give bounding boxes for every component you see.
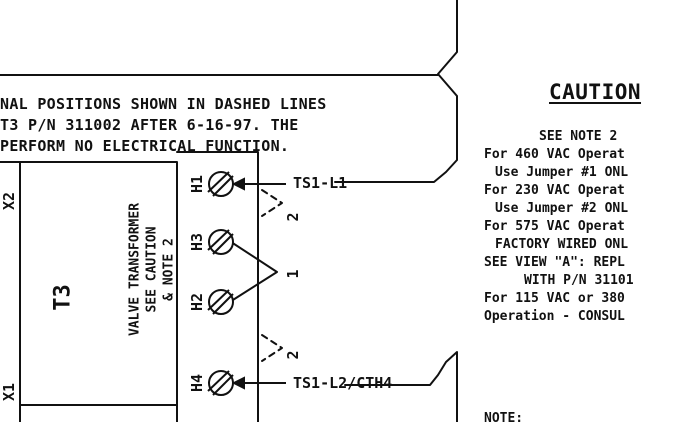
transformer-core (19, 161, 178, 422)
arrowhead-h4 (231, 376, 245, 390)
caution-line-3: Use Jumper #1 ONL (495, 165, 629, 180)
wire-label-ts1-l2: TS1-L2/CTH4 (293, 374, 393, 392)
terminal-screw-h3 (208, 229, 234, 255)
transformer-description-2: SEE CAUTION (144, 226, 160, 313)
terminal-screw-h2 (208, 289, 234, 315)
terminal-label-h2: H2 (188, 292, 206, 312)
terminal-screw-h4 (208, 370, 234, 396)
secondary-label-x2: X2 (0, 191, 18, 211)
jumper-2-lower (261, 334, 283, 362)
terminal-label-h4: H4 (188, 373, 206, 393)
wire-ts1-l2 (344, 351, 458, 422)
jumper-number-2-lower: 2 (284, 350, 302, 360)
caution-line-4: For 230 VAC Operat (484, 183, 625, 198)
caution-title: CAUTION (549, 80, 642, 104)
jumper-number-2-upper: 2 (284, 212, 302, 222)
terminal-slots (207, 171, 234, 396)
caution-note-label: NOTE: (484, 411, 524, 426)
terminal-screw-h1 (208, 171, 234, 197)
terminal-label-h3: H3 (188, 232, 206, 252)
jumper-number-1: 1 (284, 269, 302, 279)
caution-line-1: SEE NOTE 2 (539, 129, 618, 144)
border-line (342, 0, 458, 183)
caution-line-8: SEE VIEW "A": REPL (484, 255, 625, 270)
transformer-description-1: VALVE TRANSFORMER (127, 202, 143, 337)
caution-line-11: Operation - CONSUL (484, 309, 625, 324)
transformer-description-3: & NOTE 2 (161, 238, 177, 301)
terminal-block (176, 151, 259, 422)
arrowhead-h1 (231, 177, 245, 191)
note-line-1: NAL POSITIONS SHOWN IN DASHED LINES (0, 95, 327, 113)
jumper-2-upper (261, 189, 283, 217)
note-line-3: PERFORM NO ELECTRICAL FUNCTION. (0, 137, 290, 155)
transformer-name: T3 (50, 284, 76, 311)
caution-line-2: For 460 VAC Operat (484, 147, 625, 162)
caution-line-5: Use Jumper #2 ONL (495, 201, 629, 216)
terminal-screws (208, 171, 234, 396)
terminal-label-h1: H1 (188, 174, 206, 194)
note-line-2: T3 P/N 311002 AFTER 6-16-97. THE (0, 116, 299, 134)
wire-label-ts1-l1: TS1-L1 (293, 174, 348, 192)
jumper-1 (224, 237, 278, 306)
caution-line-10: For 115 VAC or 380 (484, 291, 625, 306)
caution-line-9: WITH P/N 31101 (524, 273, 634, 288)
caution-line-7: FACTORY WIRED ONL (495, 237, 629, 252)
caution-line-6: For 575 VAC Operat (484, 219, 625, 234)
secondary-label-x1: X1 (0, 382, 18, 402)
